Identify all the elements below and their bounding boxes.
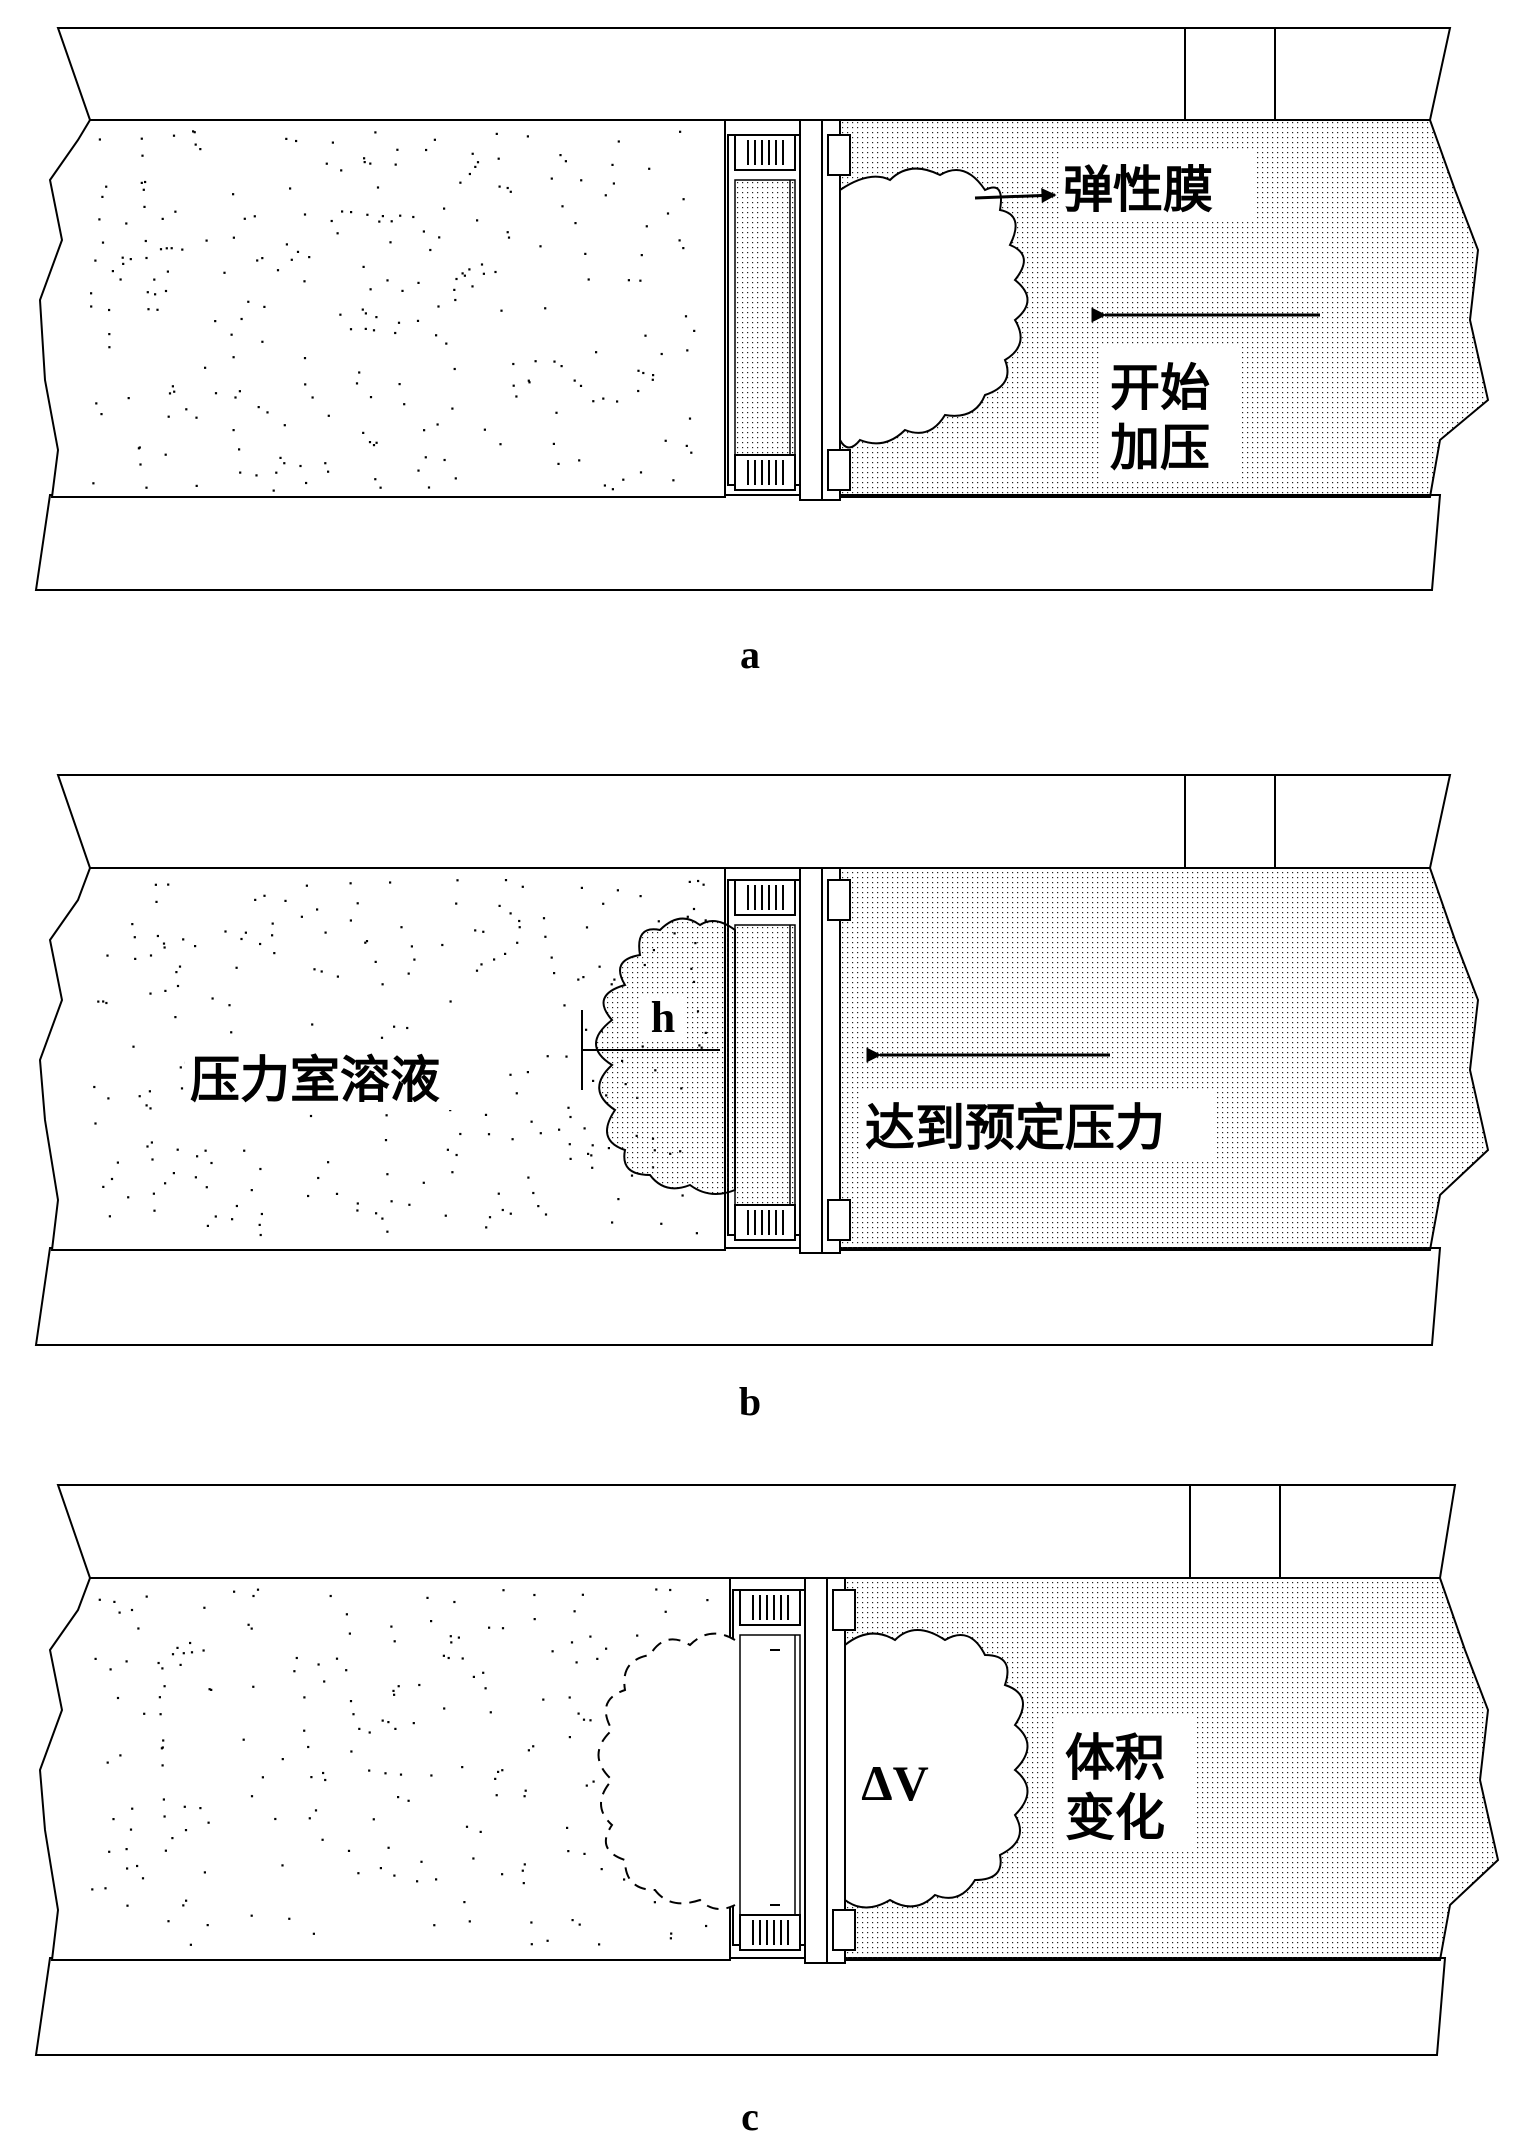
volume-change-label-line1: 体积 [1065, 1728, 1165, 1787]
elastic-membrane [595, 917, 736, 1195]
membrane-dashed-outline [597, 1632, 736, 1910]
membrane-label: 弹性膜 [1063, 160, 1213, 219]
target-pressure-label: 达到预定压力 [865, 1098, 1165, 1157]
pressurize-label-line2: 加压 [1110, 418, 1210, 477]
panel-c-caption: c [741, 2094, 759, 2139]
membrane-holder [732, 1577, 856, 1964]
volume-change-bulge [844, 1629, 1029, 1909]
pressurize-label-line1: 开始 [1110, 358, 1210, 417]
membrane-holder [727, 119, 851, 501]
chamber-solution-region [38, 119, 726, 498]
chamber-solution-label: 压力室溶液 [190, 1050, 440, 1109]
panel-c: ΔV 体积 变化 c [34, 1484, 1500, 2139]
elastic-membrane [839, 167, 1029, 449]
membrane-holder [727, 867, 851, 1254]
pipe-wall-bottom [34, 494, 1442, 591]
panel-a: 弹性膜 开始 加压 a [34, 27, 1490, 677]
pipe-wall-top [56, 27, 1452, 121]
membrane-pointer-arrow [974, 188, 1057, 204]
volume-change-label-line2: 变化 [1065, 1788, 1165, 1847]
panel-b-caption: b [739, 1379, 761, 1424]
volume-change-symbol: ΔV [861, 1755, 928, 1811]
height-label: h [651, 993, 675, 1042]
panel-a-caption: a [740, 632, 760, 677]
panel-b: h 压力室溶液 达到预定压力 b [34, 774, 1490, 1424]
